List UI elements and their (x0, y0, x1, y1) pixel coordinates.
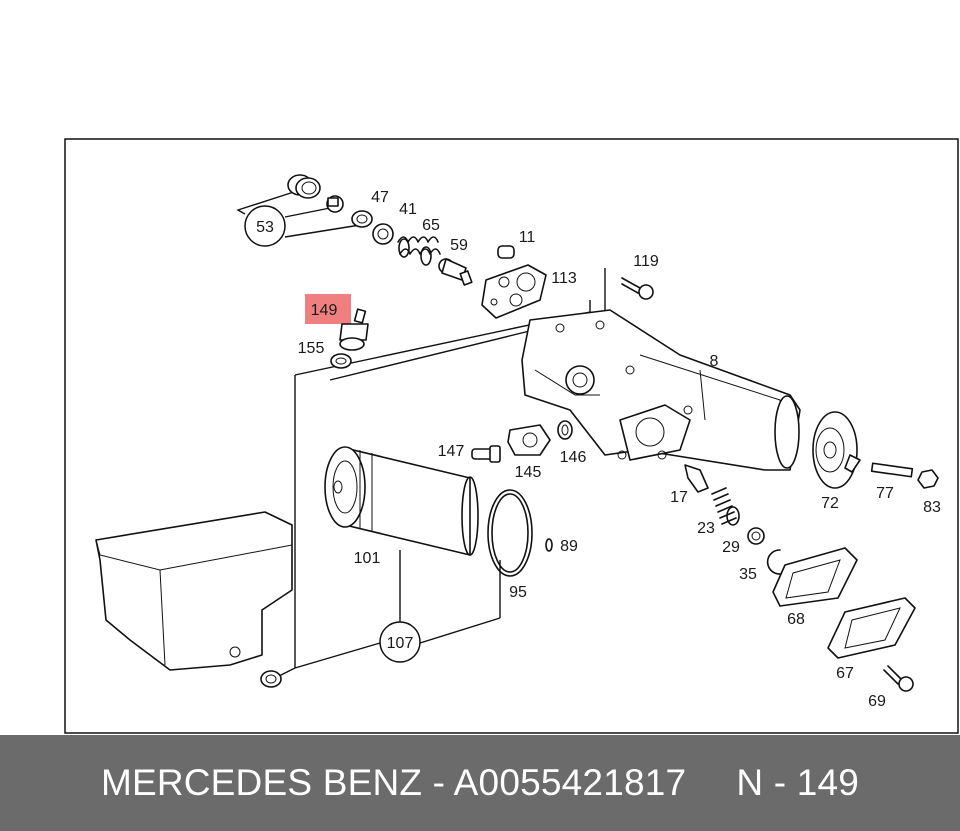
callout-53-circle (244, 205, 286, 247)
oil-pan (95, 511, 293, 671)
label-119[interactable]: 119 (633, 253, 659, 270)
part-77-stud (870, 462, 914, 478)
label-69[interactable]: 69 (868, 693, 886, 710)
label-68[interactable]: 68 (787, 611, 805, 628)
part-145-valve (507, 424, 551, 456)
part-47-ring (351, 210, 373, 228)
part-59-piston (438, 258, 473, 286)
part-69-bolt (883, 665, 914, 692)
label-47[interactable]: 47 (371, 189, 389, 206)
label-8[interactable]: 8 (710, 353, 719, 370)
label-101[interactable]: 101 (354, 550, 381, 567)
footer-brand: MERCEDES BENZ (100, 762, 423, 803)
part-23-spring (711, 487, 740, 526)
part-68-gasket (772, 547, 858, 607)
part-ring-107 (260, 670, 282, 688)
label-17[interactable]: 17 (670, 489, 688, 506)
label-77[interactable]: 77 (876, 485, 894, 502)
label-149[interactable]: 149 (311, 302, 338, 319)
label-146[interactable]: 146 (560, 449, 587, 466)
label-72[interactable]: 72 (821, 495, 839, 512)
label-67[interactable]: 67 (836, 665, 854, 682)
part-41-washer (372, 223, 394, 245)
footer-position: 149 (796, 762, 860, 803)
part-67-cover (827, 597, 916, 659)
part-95-oring (487, 489, 533, 577)
highlight-149 (305, 294, 351, 324)
label-41[interactable]: 41 (399, 201, 417, 218)
footer-position-prefix: N - (736, 762, 797, 803)
label-35[interactable]: 35 (739, 566, 757, 583)
label-145[interactable]: 145 (515, 464, 542, 481)
label-29[interactable]: 29 (722, 539, 740, 556)
callout-107-circle (379, 621, 421, 663)
footer-part-number: A0055421817 (453, 762, 687, 803)
part-29-washer (747, 527, 765, 545)
label-107[interactable]: 107 (387, 635, 414, 652)
footer-separator: - (422, 762, 454, 803)
part-155-ring (330, 353, 352, 369)
part-149-sensor (339, 308, 369, 351)
part-8-housing (521, 309, 801, 471)
part-83-nut (917, 469, 939, 489)
part-53-cap (287, 174, 344, 213)
part-147-bolt (471, 445, 501, 463)
label-147[interactable]: 147 (438, 443, 465, 460)
part-113-gasket (481, 264, 547, 319)
label-11[interactable]: 11 (519, 229, 536, 246)
label-65[interactable]: 65 (422, 217, 440, 234)
label-113[interactable]: 113 (551, 270, 577, 287)
part-101-filter (324, 446, 479, 556)
part-89-ring (545, 538, 553, 552)
label-59[interactable]: 59 (450, 237, 468, 254)
label-23[interactable]: 23 (697, 520, 715, 537)
parts-diagram: 53 47 41 65 59 11 113 119 149 155 8 147 … (64, 138, 959, 734)
footer-bar (0, 735, 960, 831)
part-17-fitting (684, 464, 709, 493)
label-83[interactable]: 83 (923, 499, 941, 516)
part-146-ring (557, 420, 573, 440)
part-65-spring (397, 236, 441, 266)
part-119-bolt (621, 277, 654, 300)
part-11-plug (497, 245, 515, 259)
label-95[interactable]: 95 (509, 584, 527, 601)
label-155[interactable]: 155 (298, 340, 325, 357)
label-53[interactable]: 53 (256, 219, 274, 236)
footer-title: MERCEDES BENZ - A0055421817 N - 149 (0, 762, 960, 804)
part-72-cover (812, 411, 861, 489)
label-89[interactable]: 89 (560, 538, 578, 555)
